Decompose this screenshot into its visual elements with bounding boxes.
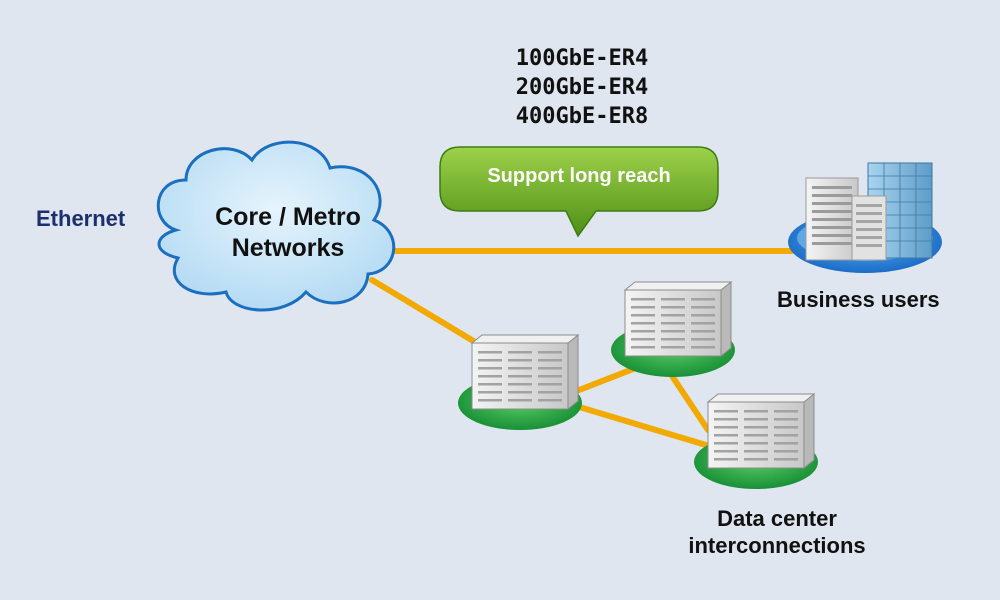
server-rack-icon — [458, 333, 582, 430]
cloud-icon — [156, 140, 396, 312]
cloud-label-line2: Networks — [231, 234, 345, 262]
cloud-label-line1: Core / Metro — [215, 203, 361, 231]
standard-100g: 100GbE-ER4 — [515, 46, 649, 71]
business-users-label: Business users — [777, 287, 940, 312]
standards-list: 100GbE-ER4 200GbE-ER4 400GbE-ER8 — [458, 44, 706, 131]
link-core-to-dc1 — [369, 277, 483, 348]
standard-400g: 400GbE-ER8 — [515, 104, 649, 129]
callout-label: Support long reach — [487, 165, 671, 187]
standard-200g: 200GbE-ER4 — [515, 75, 649, 100]
datacenter-label: Data center interconnections — [664, 505, 890, 559]
callout-bubble — [439, 146, 719, 238]
server-rack-icon — [611, 280, 735, 377]
network-links — [369, 248, 795, 448]
ethernet-label: Ethernet — [36, 206, 126, 231]
office-building-icon — [788, 162, 942, 273]
core-metro-label: Core / Metro Networks — [188, 202, 388, 264]
link-dc1-to-dc3 — [573, 403, 709, 448]
datacenter-label-line2: interconnections — [688, 533, 866, 558]
link-dc2-to-dc3 — [665, 367, 711, 433]
server-rack-icon — [694, 392, 818, 489]
datacenter-label-line1: Data center — [717, 506, 837, 531]
